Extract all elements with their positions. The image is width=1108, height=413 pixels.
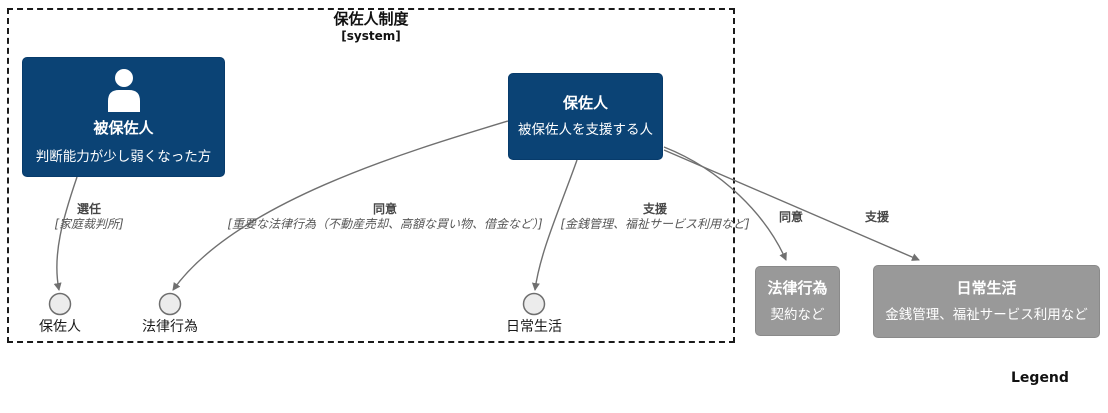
edge-label-shien-ext: 支援 — [864, 210, 890, 225]
legend-label: Legend — [1011, 370, 1069, 386]
node-daily-desc: 金銭管理、福祉サービス利用など — [885, 307, 1088, 324]
node-hosanin: 保佐人 被保佐人を支援する人 — [508, 73, 663, 160]
edge-label-doui-legal-text: 同意 — [372, 202, 397, 216]
edge-label-shien-daily: 支援 [金銭管理、福祉サービス利用など] — [560, 202, 750, 231]
edge-label-shien-daily-text: 支援 — [642, 202, 667, 216]
node-hihosanin-desc: 判断能力が少し弱くなった方 — [35, 149, 212, 166]
edge-label-doui-legal-note: [重要な法律行為（不動産売却、高額な買い物、借金など）] — [227, 216, 543, 231]
boundary-subtitle: [system] — [341, 29, 401, 43]
node-hosanin-title: 保佐人 — [562, 94, 608, 113]
node-hihosanin: 被保佐人 判断能力が少し弱くなった方 — [22, 57, 225, 177]
terminal-label-hosanin: 保佐人 — [39, 319, 81, 335]
edge-label-sennin-note: [家庭裁判所] — [54, 216, 124, 231]
node-legal-external: 法律行為 契約など — [755, 266, 840, 336]
terminal-label-daily: 日常生活 — [506, 319, 562, 335]
person-icon — [107, 69, 140, 113]
boundary-title: 保佐人制度 — [333, 10, 409, 28]
edge-label-shien-ext-text: 支援 — [864, 210, 890, 224]
node-hosanin-desc: 被保佐人を支援する人 — [518, 122, 653, 139]
edge-label-doui-ext: 同意 — [778, 210, 804, 225]
node-daily-title: 日常生活 — [956, 279, 1017, 298]
edge-label-sennin-text: 選任 — [76, 202, 101, 216]
node-legal-title: 法律行為 — [767, 278, 828, 297]
edge-label-shien-daily-note: [金銭管理、福祉サービス利用など] — [560, 216, 750, 231]
node-hihosanin-title: 被保佐人 — [93, 119, 154, 138]
node-legal-desc: 契約など — [770, 306, 825, 323]
edge-label-sennin: 選任 [家庭裁判所] — [54, 202, 124, 231]
node-daily-external: 日常生活 金銭管理、福祉サービス利用など — [873, 265, 1100, 338]
terminal-label-legal: 法律行為 — [142, 319, 198, 335]
edge-label-doui-legal: 同意 [重要な法律行為（不動産売却、高額な買い物、借金など）] — [227, 202, 543, 231]
edge-label-doui-ext-text: 同意 — [778, 210, 804, 224]
